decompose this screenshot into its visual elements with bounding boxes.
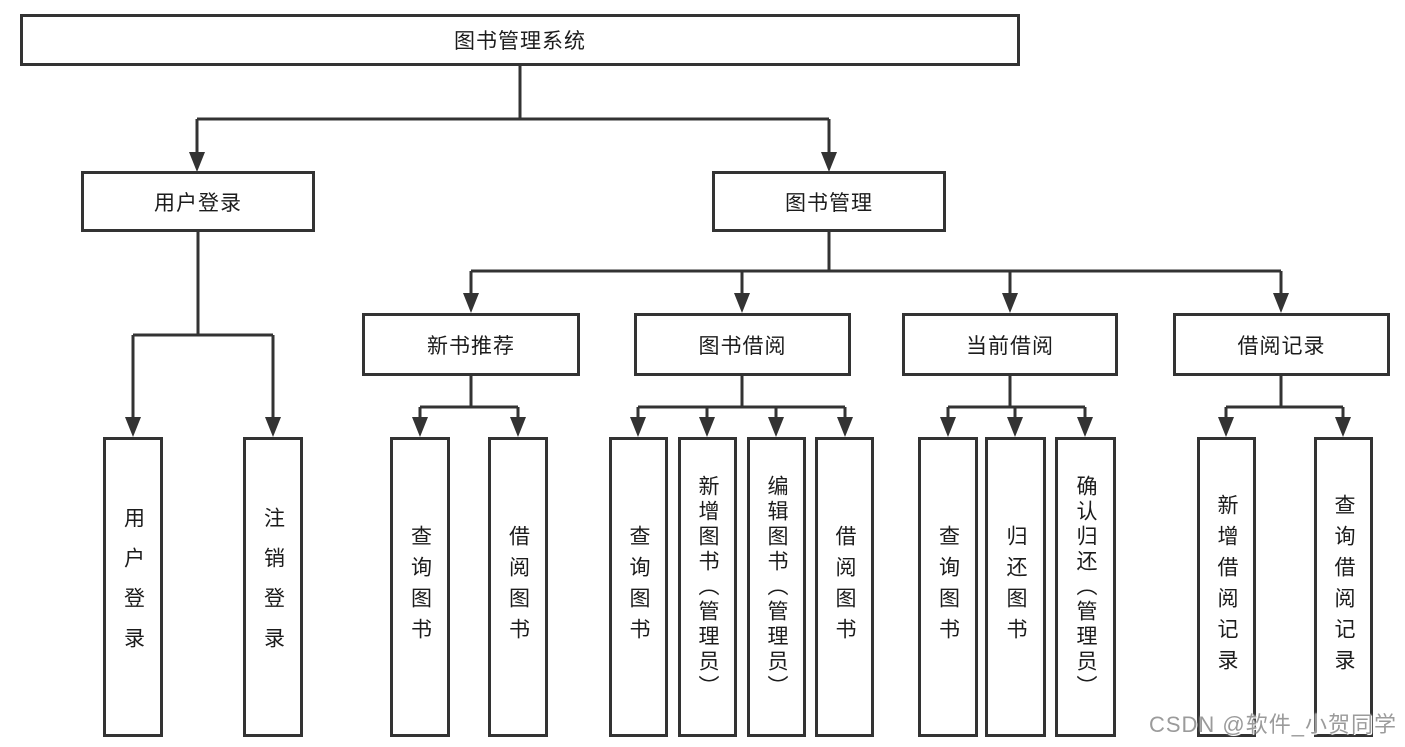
- node-label: 图书管理系统: [454, 30, 586, 53]
- leaf-user-login: 用户登录: [103, 437, 163, 737]
- node-user-login: 用户登录: [81, 171, 315, 232]
- node-label: 新书推荐: [427, 334, 515, 358]
- node-label: 查询图书: [936, 525, 960, 649]
- node-current-borrowing: 当前借阅: [902, 313, 1118, 376]
- arrow-down-icon: [699, 417, 715, 437]
- arrow-down-icon: [940, 417, 956, 437]
- leaf-borrow-books: 借阅图书: [815, 437, 874, 737]
- arrow-down-icon: [189, 152, 205, 172]
- node-label: 借阅记录: [1237, 334, 1326, 358]
- leaf-borrow-books-recommend: 借阅图书: [488, 437, 548, 737]
- node-borrowing-records: 借阅记录: [1173, 313, 1390, 376]
- leaf-add-borrow-record: 新增借阅记录: [1197, 437, 1256, 737]
- node-label: 新增借阅记录: [1215, 494, 1238, 680]
- leaf-query-borrow-record: 查询借阅记录: [1314, 437, 1373, 737]
- node-label: 查询图书: [627, 525, 650, 649]
- arrow-down-icon: [1077, 417, 1093, 437]
- node-label: 用户登录: [121, 507, 145, 667]
- arrow-down-icon: [1007, 417, 1023, 437]
- leaf-confirm-return-admin: 确认归还（管理员）: [1055, 437, 1116, 737]
- node-label: 查询图书: [408, 525, 432, 649]
- arrow-down-icon: [265, 417, 281, 437]
- node-label: 借阅图书: [506, 525, 530, 649]
- arrow-down-icon: [510, 417, 526, 437]
- node-label: 注销登录: [261, 507, 285, 667]
- arrow-down-icon: [1273, 293, 1289, 313]
- node-book-management: 图书管理: [712, 171, 946, 232]
- node-label: 图书管理: [785, 191, 873, 215]
- leaf-edit-book-admin: 编辑图书（管理员）: [747, 437, 806, 737]
- csdn-watermark: CSDN @软件_小贺同学: [1148, 712, 1397, 737]
- leaf-query-books-borrow: 查询图书: [609, 437, 668, 737]
- node-new-book-recommend: 新书推荐: [362, 313, 580, 376]
- leaf-query-books-recommend: 查询图书: [390, 437, 450, 737]
- arrow-down-icon: [821, 152, 837, 172]
- leaf-query-books-current: 查询图书: [918, 437, 978, 737]
- node-book-borrowing: 图书借阅: [634, 313, 851, 376]
- node-label: 借阅图书: [833, 525, 856, 649]
- arrow-down-icon: [734, 293, 750, 313]
- arrow-down-icon: [837, 417, 853, 437]
- node-library-system-root: 图书管理系统: [20, 14, 1020, 66]
- arrow-down-icon: [1335, 417, 1351, 437]
- arrow-down-icon: [630, 417, 646, 437]
- arrow-down-icon: [1218, 417, 1234, 437]
- arrow-down-icon: [1002, 293, 1018, 313]
- node-label: 归还图书: [1004, 525, 1027, 649]
- leaf-add-book-admin: 新增图书（管理员）: [678, 437, 737, 737]
- arrow-down-icon: [768, 417, 784, 437]
- arrow-down-icon: [125, 417, 141, 437]
- arrow-down-icon: [412, 417, 428, 437]
- leaf-return-books: 归还图书: [985, 437, 1046, 737]
- node-label: 查询借阅记录: [1332, 494, 1355, 680]
- node-label: 确认归还（管理员）: [1074, 474, 1097, 700]
- node-label: 用户登录: [154, 191, 242, 215]
- leaf-logout: 注销登录: [243, 437, 303, 737]
- node-label: 当前借阅: [966, 334, 1054, 358]
- node-label: 图书借阅: [698, 334, 787, 358]
- node-label: 编辑图书（管理员）: [765, 474, 788, 700]
- node-label: 新增图书（管理员）: [696, 474, 719, 700]
- arrow-down-icon: [463, 293, 479, 313]
